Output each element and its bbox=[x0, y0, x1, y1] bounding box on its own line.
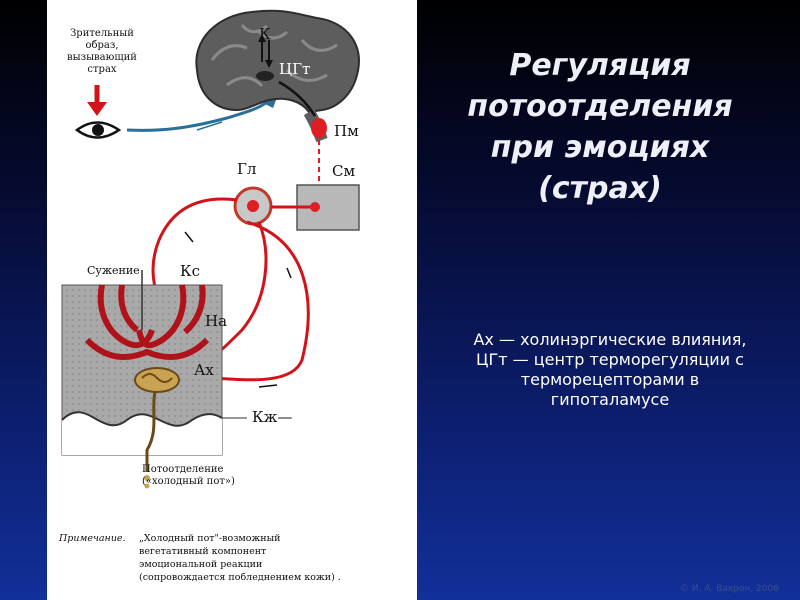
sympathetic-fiber-vessels bbox=[151, 197, 238, 301]
sympathetic-fiber-ach bbox=[211, 220, 310, 382]
eye-icon bbox=[74, 121, 122, 139]
brain-icon bbox=[195, 9, 360, 143]
diagram-illustration bbox=[61, 9, 360, 489]
blood-vessels bbox=[84, 284, 210, 360]
note-heading: Примечание. bbox=[59, 533, 126, 544]
slide-description: Ах — холинэргические влияния, ЦГт — цент… bbox=[473, 330, 747, 409]
label-na: На bbox=[205, 312, 228, 330]
label-sm: См bbox=[332, 162, 356, 180]
label-ax: Ах bbox=[194, 361, 214, 379]
visual-pathway bbox=[126, 96, 274, 132]
label-k: К bbox=[259, 25, 271, 43]
label-pm: Пм bbox=[334, 122, 359, 140]
stimulus-arrowhead bbox=[87, 102, 107, 116]
sweat-gland bbox=[134, 367, 180, 472]
diagram-panel: Зрительный образ, вызывающий страх К ЦГт… bbox=[47, 0, 417, 600]
spinal-cord-segment bbox=[296, 184, 360, 231]
sweating-label: Потоотделение («холодный пот») bbox=[142, 464, 235, 487]
label-ks: Кс bbox=[180, 262, 201, 280]
stimulus-label: Зрительный образ, вызывающий страх bbox=[67, 28, 137, 75]
label-cgt: ЦГт bbox=[279, 60, 311, 78]
label-gl: Гл bbox=[237, 160, 257, 178]
slide-title: Регуляция потоотделения при эмоциях (стр… bbox=[467, 48, 733, 206]
label-narrowing: Сужение bbox=[87, 264, 140, 277]
copyright-text: © И. А. Вахрон, 2006 bbox=[680, 584, 779, 594]
label-kzh: Кж— bbox=[252, 408, 293, 426]
note-text: „Холодный пот"-возможный вегетативный ко… bbox=[139, 533, 341, 583]
